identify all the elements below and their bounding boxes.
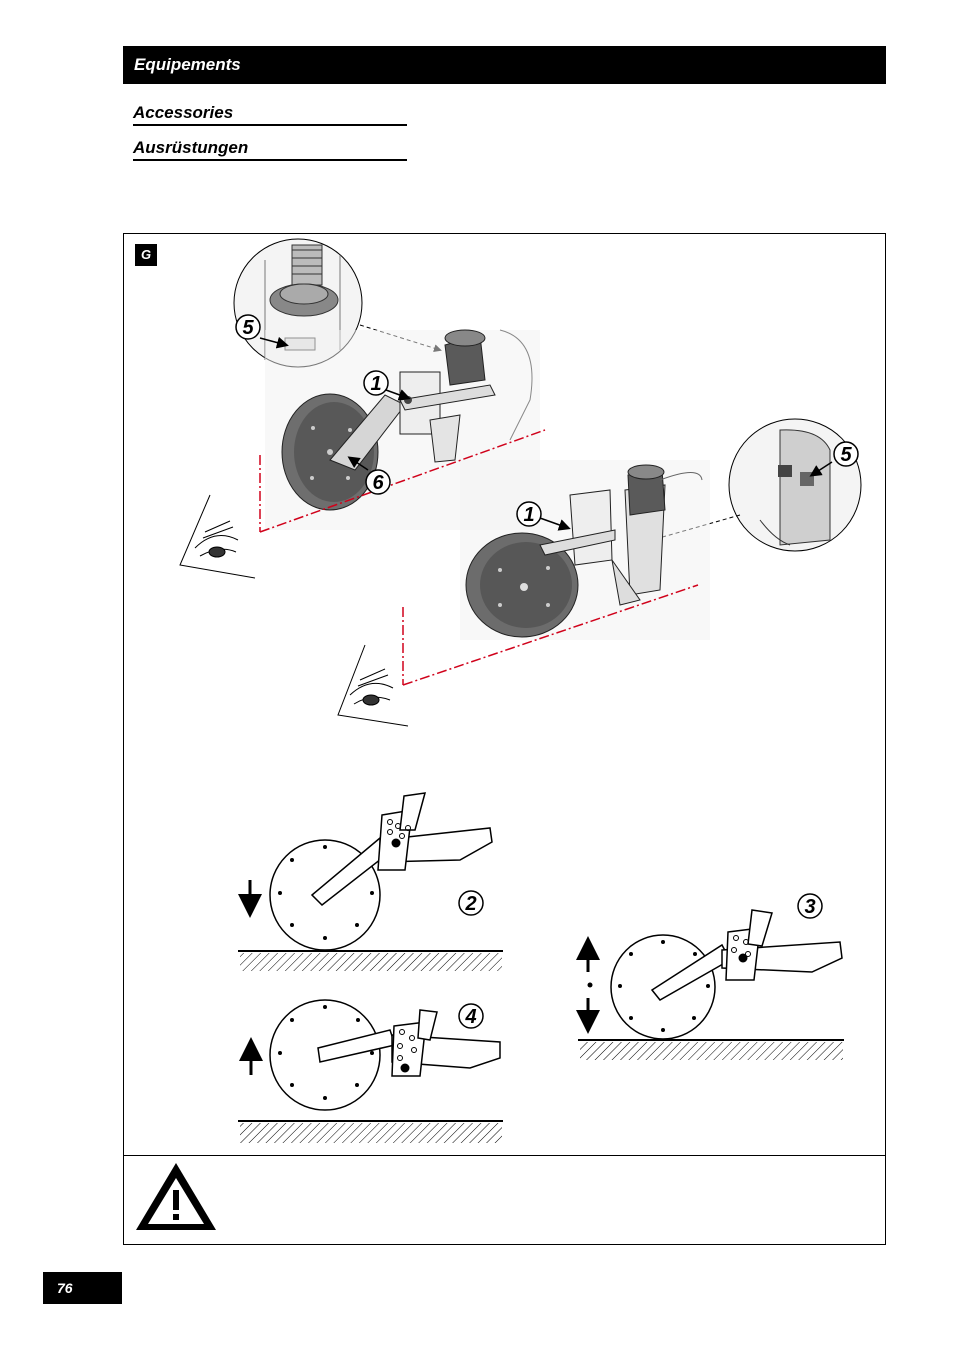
callout-5-top: 5 — [242, 317, 254, 339]
eye-icon — [180, 495, 255, 578]
callout-5-right: 5 — [840, 444, 852, 466]
diagram-position-3 — [578, 910, 844, 1060]
callout-1-top: 1 — [370, 373, 381, 395]
eye-icon — [338, 645, 408, 726]
page-number-box: 76 — [43, 1272, 122, 1304]
callout-4: 4 — [464, 1006, 476, 1028]
page-number: 76 — [57, 1280, 73, 1296]
diagram-position-2 — [238, 793, 503, 971]
callout-6: 6 — [372, 472, 384, 494]
detail-inset-right — [729, 419, 861, 551]
callout-3: 3 — [804, 896, 815, 918]
warning-icon — [136, 1163, 216, 1230]
callout-2: 2 — [464, 893, 476, 915]
callout-1-bottom: 1 — [523, 504, 534, 526]
planter-assembly-bottom — [460, 460, 710, 640]
